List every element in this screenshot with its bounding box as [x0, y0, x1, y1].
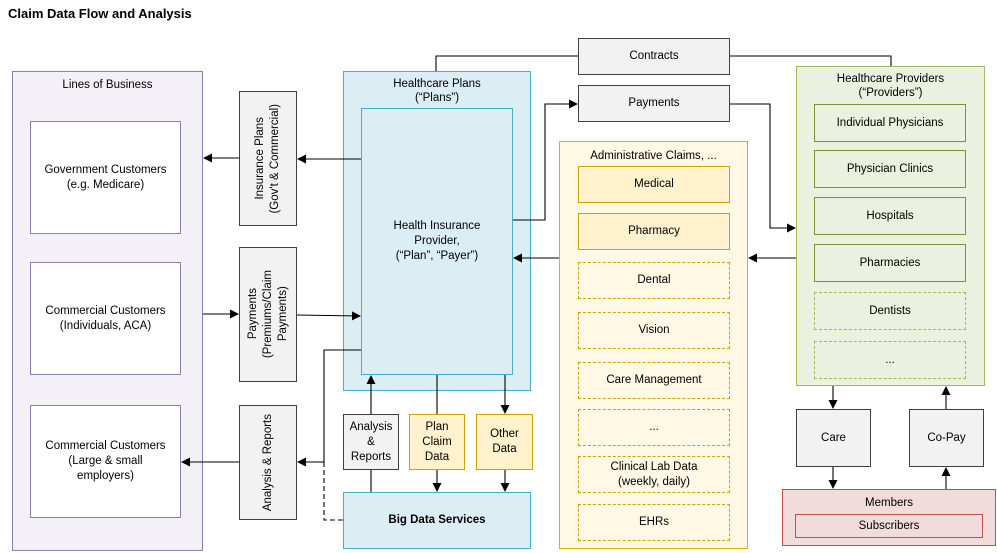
dashed-big-data-link [323, 462, 343, 521]
healthcare-providers-label: Healthcare Providers (“Providers”) [836, 73, 945, 99]
other-data-box: Other Data [476, 414, 533, 470]
claims-medical-box: Medical [578, 166, 730, 203]
provider-dentists-box: Dentists [814, 292, 966, 330]
members-label: Members [865, 497, 913, 509]
arrow-provider-to-analysis [297, 349, 361, 467]
provider-individual-physicians-box: Individual Physicians [814, 104, 966, 142]
subscribers-box: Subscribers [795, 514, 983, 538]
arrow-provider-to-payments [513, 99, 578, 221]
lines-of-business-label: Lines of Business [62, 79, 153, 91]
line-contracts-to-providers [730, 55, 892, 66]
claims-care-management-box: Care Management [578, 362, 730, 399]
claims-dental-box: Dental [578, 262, 730, 299]
claims-clinical-lab-box: Clinical Lab Data (weekly, daily) [578, 456, 730, 493]
government-customers-box: Government Customers (e.g. Medicare) [30, 121, 181, 234]
big-data-services-box: Big Data Services [343, 492, 531, 549]
copay-box: Co-Pay [909, 409, 984, 467]
payments-box: Payments [578, 85, 730, 122]
arrow-payments-to-provider [296, 311, 361, 321]
healthcare-plans-label: Healthcare Plans (“Plans”) [393, 78, 481, 104]
commercial-individual-customers-box: Commercial Customers (Individuals, ACA) [30, 262, 181, 375]
line-contracts-to-plans [435, 55, 578, 71]
analysis-reports-vertical-box: Analysis & Reports [239, 405, 297, 520]
payments-premiums-box: Payments (Premiums/Claim Payments) [239, 247, 297, 382]
diagram-title: Claim Data Flow and Analysis [8, 6, 192, 21]
provider-physician-clinics-box: Physician Clinics [814, 150, 966, 188]
provider-pharmacies-box: Pharmacies [814, 244, 966, 282]
insurance-plans-box: Insurance Plans (Gov't & Commercial) [239, 91, 297, 226]
claims-more-box: ... [578, 409, 730, 446]
claims-vision-box: Vision [578, 312, 730, 349]
care-box: Care [796, 409, 871, 467]
commercial-employer-customers-box: Commercial Customers (Large & small empl… [30, 405, 181, 518]
contracts-box: Contracts [578, 38, 730, 75]
claims-ehrs-box: EHRs [578, 504, 730, 541]
provider-more-box: ... [814, 341, 966, 379]
health-insurance-provider-box: Health Insurance Provider, (“Plan”, “Pay… [361, 108, 513, 375]
arrow-payments-to-providers [730, 103, 796, 233]
plan-claim-data-box: Plan Claim Data [409, 414, 465, 470]
analysis-reports-box: Analysis & Reports [343, 414, 399, 470]
provider-hospitals-box: Hospitals [814, 197, 966, 235]
claims-pharmacy-box: Pharmacy [578, 213, 730, 250]
administrative-claims-label: Administrative Claims, ... [590, 150, 717, 162]
